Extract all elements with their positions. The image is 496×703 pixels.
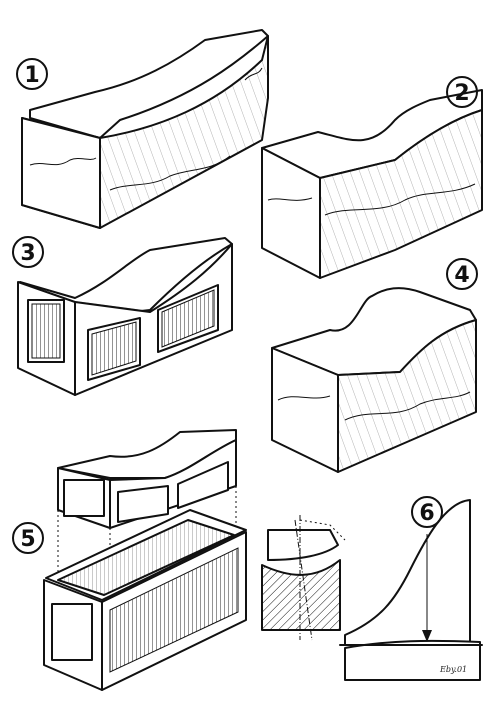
label-1: 1 bbox=[16, 58, 48, 90]
stone-block-1 bbox=[21, 29, 269, 229]
label-3: 3 bbox=[12, 236, 44, 268]
contact-detail-6: Eby.01 bbox=[339, 499, 483, 681]
section-detail bbox=[261, 515, 346, 641]
label-3-text: 3 bbox=[20, 241, 35, 266]
label-6: 6 bbox=[411, 496, 443, 528]
stone-block-2 bbox=[261, 89, 483, 279]
stone-block-4 bbox=[271, 287, 477, 473]
label-5: 5 bbox=[12, 522, 44, 554]
label-6-text: 6 bbox=[419, 501, 434, 526]
label-4: 4 bbox=[446, 258, 478, 290]
artist-signature: Eby.01 bbox=[439, 665, 467, 674]
assembly-5 bbox=[43, 429, 247, 691]
label-2-text: 2 bbox=[454, 81, 469, 106]
hollow-block-3 bbox=[17, 237, 233, 396]
label-4-text: 4 bbox=[454, 263, 469, 288]
label-2: 2 bbox=[446, 76, 478, 108]
label-1-text: 1 bbox=[24, 63, 39, 88]
label-5-text: 5 bbox=[20, 527, 35, 552]
